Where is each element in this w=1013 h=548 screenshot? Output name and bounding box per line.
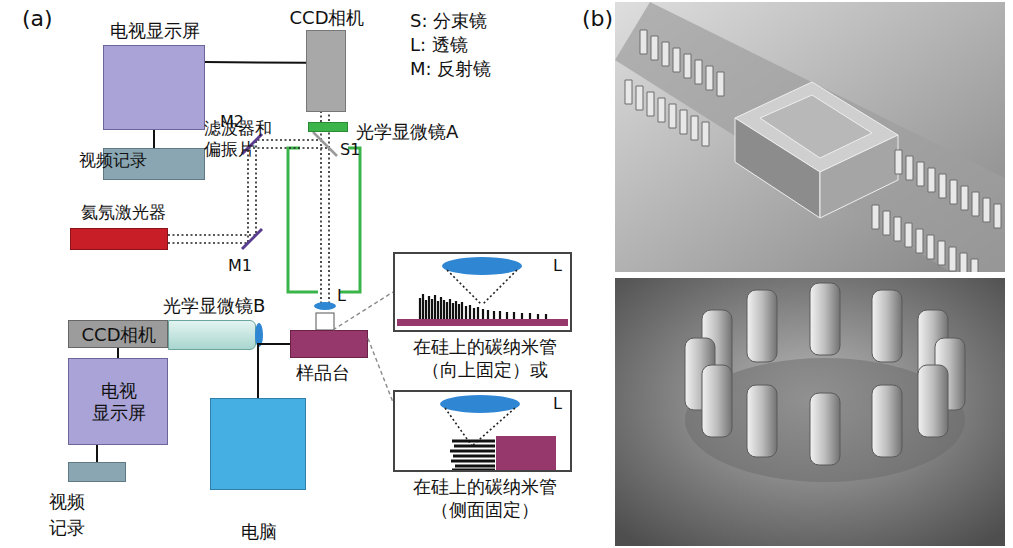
node-text: 氦氖激光器	[81, 203, 191, 223]
inset-upright	[397, 319, 568, 326]
sem-image-top	[640, 30, 724, 96]
sem-image-top	[615, 2, 1005, 272]
signal-wire	[96, 445, 98, 462]
computer-box: 电脑	[210, 398, 306, 490]
node-text: CCD相机	[69, 324, 169, 346]
camera-box: CCD相机	[306, 30, 346, 112]
sem-image-top	[895, 150, 1001, 228]
inset-side	[393, 390, 572, 472]
callout-label: M1	[228, 256, 252, 275]
monitor-box: 电视显示屏	[103, 45, 205, 130]
recorder-box: 视频记录	[103, 148, 205, 180]
inset-box: 在硅上的碳纳米管 （侧面固定）	[393, 390, 572, 472]
inset-upright	[393, 252, 572, 332]
node-text: 视频记录	[79, 151, 179, 171]
sem-image-bottom	[747, 385, 777, 457]
sem-image-bottom	[810, 283, 840, 355]
sem-image-bottom	[747, 290, 777, 362]
signal-wire	[205, 61, 306, 64]
inset-upright	[420, 294, 546, 320]
sem-image-bottom	[685, 358, 965, 482]
node-text: 样品台	[296, 362, 376, 384]
edge-group	[97, 62, 393, 462]
node-text: 电脑	[211, 521, 307, 543]
monitor-box: 电视 显示屏	[68, 358, 168, 445]
beam-splitter	[313, 132, 337, 156]
node-text: 在硅上的碳纳米管 （向上固定）或	[390, 336, 579, 381]
callout-label: S: 分束镜	[410, 10, 487, 32]
inset-upright	[393, 252, 572, 332]
mirror-m1	[242, 229, 262, 249]
node-text: 电视显示屏	[89, 20, 221, 42]
callout-label: M2	[220, 112, 244, 131]
filter-bar: 滤波器和 偏振片光学显微镜A	[308, 122, 348, 132]
callout-label: L: 透镜	[410, 34, 468, 56]
sem-image-bottom	[615, 278, 1005, 546]
callout-label: (b)	[582, 6, 613, 32]
sem-image-bottom	[685, 283, 965, 465]
camera-box: CCD相机	[68, 320, 168, 348]
node-text: 光学显微镜B	[163, 295, 293, 317]
inset-upright	[442, 257, 522, 275]
sem-image-bottom	[872, 290, 902, 362]
leader-line	[368, 338, 393, 402]
node-text: CCD相机	[267, 7, 387, 29]
microscope-frame	[288, 148, 360, 292]
lens-symbol	[314, 302, 336, 310]
sem-image-bottom	[918, 365, 948, 437]
callout-label: L	[553, 394, 562, 413]
sem-image-bottom	[702, 365, 732, 437]
sem-image-bottom	[615, 278, 1005, 546]
node-text: 滤波器和 偏振片	[204, 118, 284, 161]
sem-image-top	[872, 205, 978, 272]
sem-image-bottom	[872, 385, 902, 457]
sem-image-top	[625, 80, 709, 146]
signal-wire	[117, 348, 119, 358]
inset-box: 在硅上的碳纳米管 （向上固定）或	[393, 252, 572, 332]
inset-side	[450, 441, 495, 470]
inset-side	[496, 436, 556, 472]
callout-label: (a)	[22, 6, 53, 32]
sem-image-bottom	[810, 393, 840, 465]
callout-label: S1	[340, 140, 360, 159]
sample-holder	[316, 313, 334, 330]
sample-stage: 样品台	[290, 330, 368, 358]
sem-image-top	[615, 2, 1005, 272]
laser-beam	[168, 112, 329, 303]
node-text: 在硅上的碳纳米管 （侧面固定）	[390, 476, 579, 521]
node-text: 视频 记录	[49, 489, 99, 541]
callout-label: M: 反射镜	[410, 58, 491, 80]
node-text: 电视 显示屏	[84, 380, 154, 423]
callout-label: L	[553, 256, 562, 275]
recorder-box: 视频 记录	[68, 462, 126, 482]
microscope-tube: 光学显微镜B	[168, 320, 256, 350]
node-text: 光学显微镜A	[356, 121, 486, 143]
inset-side	[440, 395, 520, 413]
laser-box: 氦氖激光器	[70, 228, 168, 250]
lens-symbol	[255, 323, 263, 347]
inset-upright	[447, 270, 517, 305]
sem-image-top	[615, 2, 1005, 272]
callout-label: L	[337, 286, 346, 305]
signal-wire	[153, 130, 155, 148]
sem-image-top	[760, 95, 872, 158]
signal-wire	[258, 344, 290, 398]
inset-side	[393, 390, 572, 472]
